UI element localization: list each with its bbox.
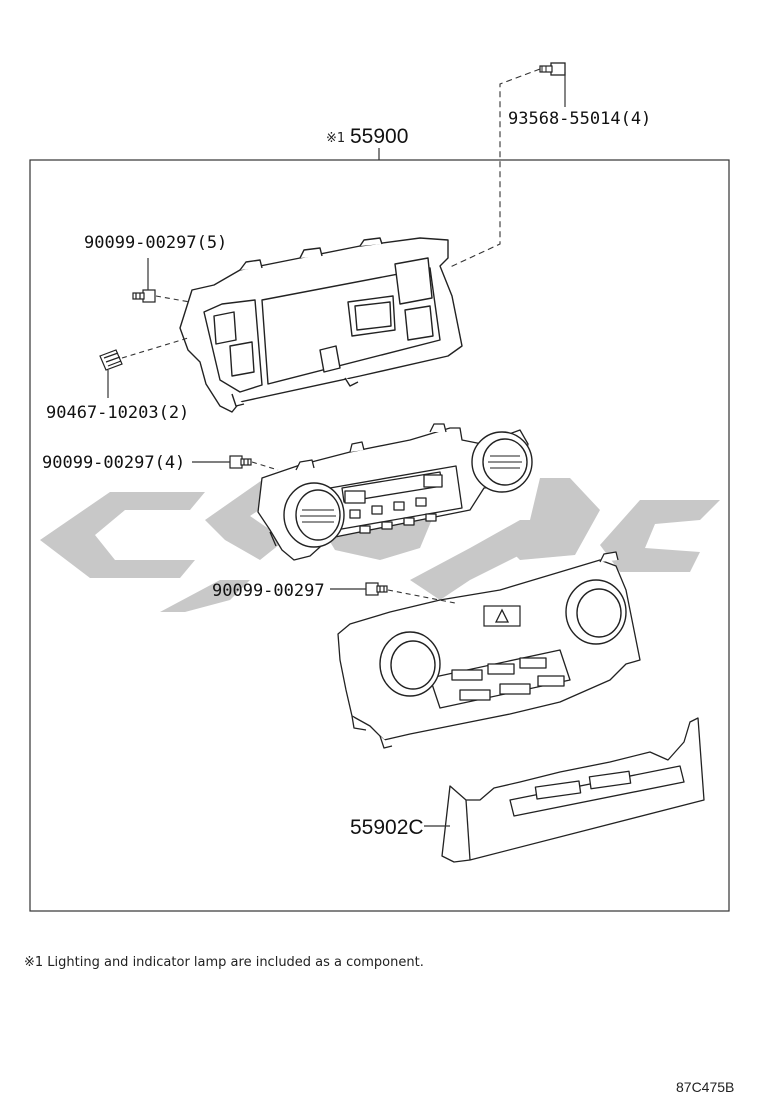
clip-frame-dashed [121, 337, 189, 359]
screw-frame-dashed [155, 295, 191, 303]
upper-frame-bracket [179, 237, 463, 413]
bolt-icon [539, 62, 566, 76]
knob-icon [379, 579, 627, 697]
screw-board-dashed [251, 461, 279, 471]
assembly-part-number: 55900 [350, 125, 408, 148]
screw-panel-label: 90099-00297 [212, 581, 325, 601]
screw-panel-dashed [387, 589, 456, 604]
bezel-part-number: 55902C [350, 816, 424, 839]
assembly-mark: ※1 [326, 131, 345, 146]
diagram-code: 87C475B [676, 1079, 734, 1095]
footnote: ※1 Lighting and indicator lamp are inclu… [24, 955, 424, 970]
bolt-top-dashed-path [447, 68, 541, 269]
screw-icon [132, 289, 156, 303]
bolt-top-label: 93568-55014(4) [508, 109, 651, 129]
hazard-icon [483, 605, 521, 627]
clip-icon [99, 349, 123, 371]
knob-icon [283, 431, 533, 548]
screw-icon [365, 582, 388, 596]
screw-icon [229, 455, 252, 469]
bezel-panel [441, 717, 705, 863]
clip-frame-label: 90467-10203(2) [46, 403, 189, 423]
screw-frame-label: 90099-00297(5) [84, 233, 227, 253]
screw-board-label: 90099-00297(4) [42, 453, 185, 473]
